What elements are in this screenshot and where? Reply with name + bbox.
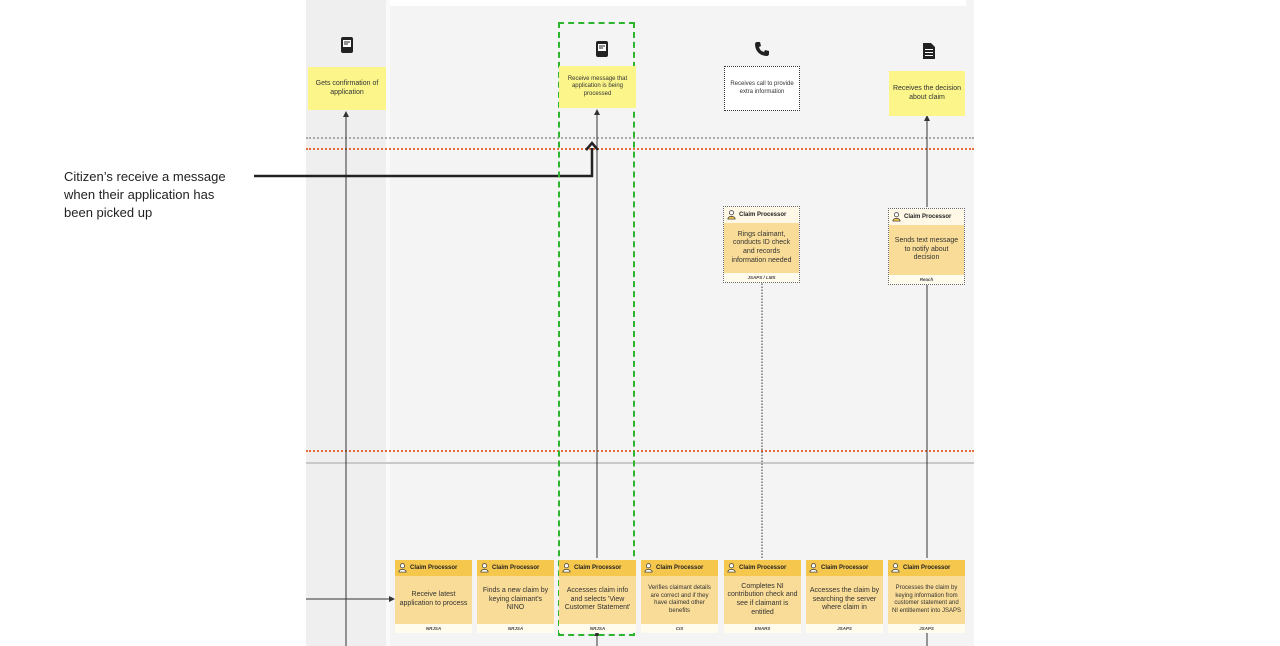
- blueprint-board: [306, 0, 974, 646]
- touchpoint-text: Receive message that application is bein…: [567, 75, 628, 97]
- card-text: Verifies claimant details are correct an…: [648, 585, 711, 614]
- callout-line: been picked up: [64, 205, 153, 220]
- person-icon: [727, 563, 736, 573]
- card-header: Claim Processor: [724, 560, 801, 576]
- card-header: Claim Processor: [559, 560, 636, 576]
- card-role: Claim Processor: [904, 214, 952, 220]
- card-body: Verifies claimant details are correct an…: [641, 576, 718, 624]
- card-body: Sends text message to notify about decis…: [889, 225, 964, 275]
- card-system: CIS: [641, 624, 718, 633]
- column-gap: [386, 0, 390, 646]
- card-text: Accesses claim info and selects 'View Cu…: [564, 586, 631, 612]
- card-header: Claim Processor: [477, 560, 554, 576]
- card-body: Accesses the claim by searching the serv…: [806, 576, 883, 624]
- process-card: Claim Processor Accesses claim info and …: [559, 560, 636, 633]
- board-top-strip: [390, 0, 966, 6]
- touchpoint-text: Receives call to provide extra informati…: [730, 81, 794, 95]
- card-system: JSAPS: [888, 624, 965, 633]
- person-icon: [809, 563, 818, 573]
- process-card: Claim Processor Processes the claim by k…: [888, 560, 965, 633]
- card-system: NRJSA: [559, 624, 636, 633]
- card-role: Claim Processor: [656, 565, 704, 571]
- callout-annotation: Citizen’s receive a message when their a…: [64, 168, 274, 222]
- card-header: Claim Processor: [395, 560, 472, 576]
- process-card: Claim Processor Receive latest applicati…: [395, 560, 472, 633]
- touchpoint-text: Gets confirmation of application: [315, 79, 379, 96]
- highlight-frame: [558, 22, 635, 636]
- person-icon: [398, 563, 407, 573]
- card-role: Claim Processor: [492, 565, 540, 571]
- card-text: Rings claimant, conducts ID check and re…: [731, 230, 792, 264]
- touchpoint-text: Receives the decision about claim: [892, 84, 962, 101]
- card-role: Claim Processor: [739, 565, 787, 571]
- callout-line: when their application has: [64, 187, 215, 202]
- card-header: Claim Processor: [724, 207, 799, 223]
- card-header: Claim Processor: [888, 560, 965, 576]
- person-icon: [562, 563, 571, 573]
- card-role: Claim Processor: [821, 565, 869, 571]
- swimlane-divider: [306, 462, 974, 464]
- line-of-interaction: [306, 137, 974, 139]
- card-system: NRJSA: [477, 624, 554, 633]
- touchpoint-sticky: Gets confirmation of application: [308, 67, 386, 110]
- line-of-visibility: [306, 148, 974, 150]
- card-system: ENARS: [724, 624, 801, 633]
- card-body: Finds a new claim by keying claimant's N…: [477, 576, 554, 624]
- card-text: Finds a new claim by keying claimant's N…: [482, 586, 549, 612]
- card-role: Claim Processor: [574, 565, 622, 571]
- card-header: Claim Processor: [889, 209, 964, 225]
- mobile-message-icon: [336, 34, 358, 56]
- card-header: Claim Processor: [806, 560, 883, 576]
- card-system: JSAPS: [806, 624, 883, 633]
- support-card: Claim Processor Sends text message to no…: [888, 208, 965, 285]
- card-text: Accesses the claim by searching the serv…: [809, 586, 880, 612]
- card-text: Receive latest application to process: [399, 591, 468, 607]
- card-body: Completes NI contribution check and see …: [724, 576, 801, 624]
- card-text: Sends text message to notify about decis…: [894, 236, 959, 262]
- touchpoint-sticky: Receive message that application is bein…: [559, 66, 636, 108]
- card-role: Claim Processor: [739, 212, 787, 218]
- card-system: Reach: [889, 275, 964, 284]
- document-icon: [918, 40, 940, 62]
- phone-icon: [751, 38, 773, 60]
- card-text: Completes NI contribution check and see …: [727, 582, 798, 616]
- support-card: Claim Processor Rings claimant, conducts…: [723, 206, 800, 283]
- person-icon: [644, 563, 653, 573]
- card-body: Accesses claim info and selects 'View Cu…: [559, 576, 636, 624]
- card-body: Processes the claim by keying informatio…: [888, 576, 965, 624]
- person-icon: [892, 212, 901, 222]
- process-card: Claim Processor Completes NI contributio…: [724, 560, 801, 633]
- card-text: Processes the claim by keying informatio…: [891, 585, 962, 614]
- callout-pointer-line: [254, 148, 594, 178]
- line-of-internal-interaction: [306, 450, 974, 452]
- card-role: Claim Processor: [410, 565, 458, 571]
- card-system: JSAPS / LMS: [724, 273, 799, 282]
- card-role: Claim Processor: [903, 565, 951, 571]
- process-card: Claim Processor Finds a new claim by key…: [477, 560, 554, 633]
- person-icon: [727, 210, 736, 220]
- mobile-message-icon: [591, 38, 613, 60]
- card-header: Claim Processor: [641, 560, 718, 576]
- touchpoint-note: Receives call to provide extra informati…: [724, 66, 800, 111]
- card-body: Receive latest application to process: [395, 576, 472, 624]
- card-body: Rings claimant, conducts ID check and re…: [724, 223, 799, 273]
- touchpoint-sticky: Receives the decision about claim: [889, 71, 965, 116]
- person-icon: [480, 563, 489, 573]
- person-icon: [891, 563, 900, 573]
- process-card: Claim Processor Accesses the claim by se…: [806, 560, 883, 633]
- card-system: NRJSA: [395, 624, 472, 633]
- callout-line: Citizen’s receive a message: [64, 169, 226, 184]
- process-card: Claim Processor Verifies claimant detail…: [641, 560, 718, 633]
